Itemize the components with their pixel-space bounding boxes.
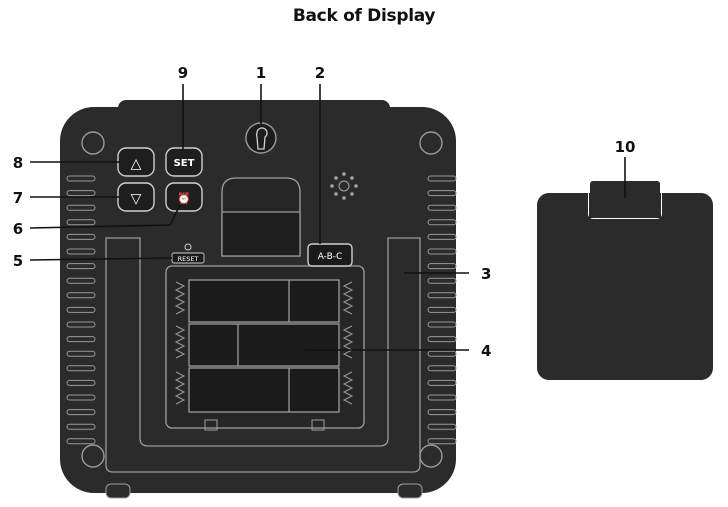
battery-2 [188, 323, 340, 367]
vent-slot-right [427, 438, 457, 445]
latch-window [221, 211, 301, 257]
callout-8: 8 [13, 154, 23, 172]
battery-compartment [105, 237, 421, 473]
vent-slot-left [66, 292, 96, 299]
foot-right [397, 483, 423, 499]
alarm-bell-icon: ⏰ [177, 191, 191, 205]
callout-2: 2 [315, 64, 325, 82]
vent-slot-right [427, 277, 457, 284]
up-arrow-icon: △ [131, 156, 142, 172]
vent-slot-right [427, 306, 457, 313]
vent-slot-left [66, 321, 96, 328]
vent-slot-left [66, 277, 96, 284]
callout-5: 5 [13, 252, 23, 270]
corner-hole-top-right [419, 131, 443, 155]
vent-slot-right [427, 219, 457, 226]
vent-slot-right [427, 365, 457, 372]
vent-slot-left [66, 248, 96, 255]
vent-slot-right [427, 423, 457, 430]
vent-slots-left [66, 175, 96, 445]
vent-slot-right [427, 190, 457, 197]
vent-slot-left [66, 379, 96, 386]
vent-slot-right [427, 350, 457, 357]
abc-switch[interactable] [307, 243, 353, 267]
vent-slot-left [66, 365, 96, 372]
down-arrow-icon: ▽ [131, 191, 142, 207]
callout-1: 1 [256, 64, 266, 82]
battery-springs [174, 281, 354, 405]
diagram-title: Back of Display [292, 6, 436, 26]
reset-label: RESET [178, 255, 199, 263]
set-button-label: SET [174, 158, 195, 169]
vent-slot-left [66, 394, 96, 401]
keyhole-outer [245, 122, 277, 154]
bay-tab-right [311, 419, 325, 431]
vent-slot-left [66, 219, 96, 226]
callout-7: 7 [13, 189, 23, 207]
vent-slot-right [427, 175, 457, 182]
vent-slot-right [427, 204, 457, 211]
set-button[interactable] [165, 147, 203, 177]
callout-4: 4 [481, 342, 491, 360]
vent-slot-right [427, 263, 457, 270]
foot-left [105, 483, 131, 499]
vent-slots-right [427, 175, 457, 445]
battery-3 [188, 367, 340, 413]
callout-6: 6 [13, 220, 23, 238]
reset-hole[interactable] [184, 243, 192, 251]
stand-recess [105, 237, 421, 473]
display-back: A-B-C RESET △ SET ▽ ⏰ [60, 100, 457, 499]
keyhole-icon [255, 127, 268, 150]
vent-slot-left [66, 409, 96, 416]
vent-slot-left [66, 263, 96, 270]
leader-6-a [29, 224, 171, 229]
vent-slot-left [66, 423, 96, 430]
vent-slot-left [66, 336, 96, 343]
corner-hole-top-left [81, 131, 105, 155]
callout-9: 9 [178, 64, 188, 82]
vent-slot-left [66, 204, 96, 211]
battery-cover [537, 179, 713, 380]
vent-slot-left [66, 306, 96, 313]
battery-1 [188, 279, 340, 323]
vent-slot-left [66, 438, 96, 445]
vent-slot-left [66, 175, 96, 182]
speaker-icon [330, 172, 358, 200]
vent-slot-right [427, 409, 457, 416]
alarm-button[interactable] [165, 182, 203, 212]
callout-3: 3 [481, 265, 491, 283]
callout-10: 10 [615, 138, 636, 156]
leader-6-b [169, 204, 181, 226]
bay-tab-left [204, 419, 218, 431]
cover-plate [537, 193, 713, 380]
vent-slot-right [427, 379, 457, 386]
vent-slot-left [66, 350, 96, 357]
abc-switch-label: A-B-C [318, 252, 343, 262]
vent-slot-right [427, 233, 457, 240]
corner-hole-bottom-left [81, 444, 105, 468]
vent-slot-left [66, 233, 96, 240]
vent-slot-left [66, 190, 96, 197]
vent-slot-right [427, 321, 457, 328]
vent-slot-right [427, 336, 457, 343]
leader-5 [29, 257, 173, 261]
leader-lines [29, 84, 626, 351]
vent-slot-right [427, 248, 457, 255]
vent-slot-right [427, 394, 457, 401]
vent-slot-right [427, 292, 457, 299]
